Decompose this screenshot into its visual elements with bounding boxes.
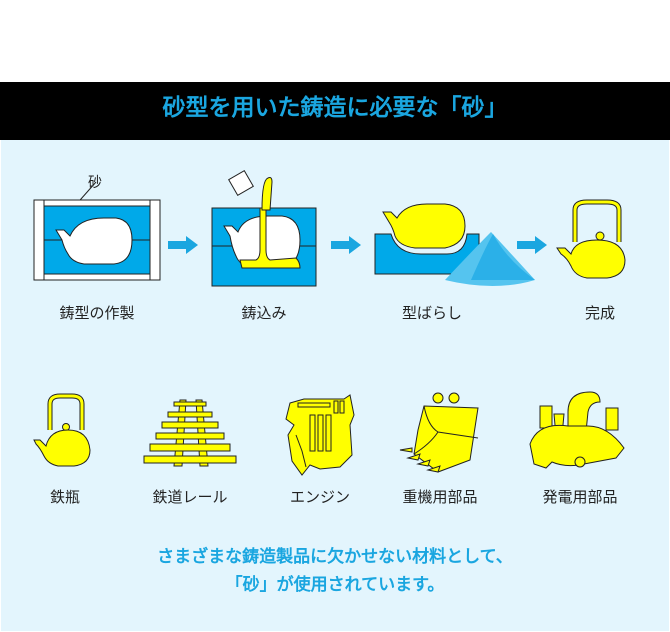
- step-label-finished: 完成: [584, 304, 615, 322]
- arrow-right-icon: [517, 236, 547, 254]
- finished-kettle-icon: [556, 199, 626, 279]
- turbine-part-icon: [529, 391, 625, 469]
- shakeout-icon: [374, 203, 535, 286]
- product-label-heavy-machinery: 重機用部品: [402, 488, 478, 506]
- sand-mold-icon: [33, 181, 161, 281]
- iron-kettle-icon: [33, 393, 91, 467]
- sand-callout: 砂: [88, 175, 102, 191]
- pouring-icon: [211, 170, 317, 287]
- step-label-pouring: 鋳込み: [241, 304, 287, 322]
- product-label-kettle: 鉄瓶: [49, 488, 80, 506]
- message-line-2: 「砂」が使用されています。: [225, 575, 445, 595]
- product-label-power-generation: 発電用部品: [542, 488, 618, 506]
- page-title: 砂型を用いた鋳造に必要な「砂」: [162, 95, 508, 121]
- step-label-shakeout: 型ばらし: [401, 304, 462, 322]
- product-label-railway: 鉄道レール: [152, 488, 228, 506]
- engine-icon: [285, 394, 355, 476]
- message-line-1: さまざまな鋳造製品に欠かせない材料として、: [157, 547, 513, 567]
- product-label-engine: エンジン: [289, 488, 350, 506]
- arrow-right-icon: [331, 236, 361, 254]
- railway-icon: [143, 399, 237, 467]
- excavator-bucket-icon: [399, 392, 479, 473]
- title-bar: [0, 82, 670, 140]
- arrow-right-icon: [168, 236, 198, 254]
- step-label-mold: 鋳型の作製: [59, 304, 135, 322]
